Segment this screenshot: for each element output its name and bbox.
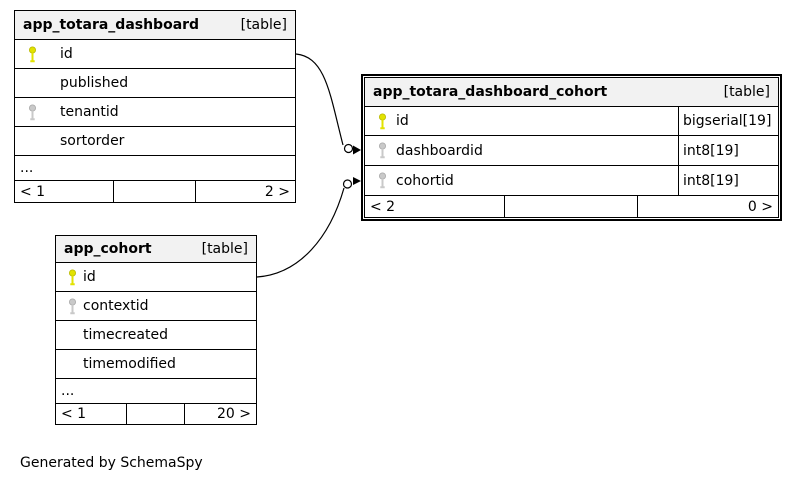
footer-spacer-cell [505,196,638,217]
column-row-cohortid: cohortid int8[19] [365,166,778,196]
table-node-app-totara-dashboard[interactable]: app_totara_dashboard [table] id publishe… [14,10,296,203]
column-label: timecreated [83,327,168,343]
column-row-tenantid: tenantid [15,98,295,127]
generated-by-note: Generated by SchemaSpy [20,455,203,471]
table-footer: < 1 2 > [15,181,295,202]
column-row-dashboardid: dashboardid int8[19] [365,136,778,166]
child-count: 0 > [747,198,773,215]
column-type: int8[19] [678,166,778,195]
table-node-app-cohort[interactable]: app_cohort [table] id contextid timecrea… [55,235,257,425]
table-footer: < 1 20 > [56,404,256,424]
foreign-key-icon [56,298,83,315]
child-count: 20 > [217,406,251,422]
table-type-tag: [table] [723,84,770,100]
foreign-key-icon [15,104,60,121]
child-count: 2 > [264,183,290,200]
primary-key-icon [365,113,396,130]
more-columns-ellipsis: ... [56,379,256,404]
footer-spacer-cell [127,404,185,424]
column-label: id [396,113,409,129]
table-title[interactable]: app_totara_dashboard_cohort [373,84,608,100]
parent-count: < 1 [15,181,115,202]
table-type-tag: [table] [240,17,287,33]
column-label: published [60,75,129,91]
column-row-contextid: contextid [56,292,256,321]
relationship-dashboard-to-dashboardid [295,53,361,155]
parent-count: < 1 [56,404,127,424]
column-label: cohortid [396,172,454,189]
column-label: dashboardid [396,142,483,159]
column-label: tenantid [60,104,119,120]
table-title[interactable]: app_totara_dashboard [23,17,200,33]
table-type-tag: [table] [201,241,248,257]
footer-spacer-cell [114,181,196,202]
column-row-id: id bigserial[19] [365,107,778,136]
arrowhead-marker [353,177,361,185]
column-label: id [60,46,73,62]
table-node-app-totara-dashboard-cohort[interactable]: app_totara_dashboard_cohort [table] id b… [361,74,782,221]
column-type: bigserial[19] [678,107,778,135]
column-type: int8[19] [678,136,778,165]
foreign-key-icon [365,172,396,189]
table-title[interactable]: app_cohort [64,241,152,257]
arrowhead-marker [353,145,361,155]
column-row-published: published [15,69,295,98]
table-header[interactable]: app_cohort [table] [56,236,256,263]
zero-or-one-circle-marker [343,143,354,154]
primary-key-icon [15,46,60,63]
column-label: sortorder [60,133,125,149]
column-row-timemodified: timemodified [56,350,256,379]
foreign-key-icon [365,142,396,159]
primary-key-icon [56,269,83,286]
parent-count: < 2 [365,196,506,217]
column-label: id [83,269,96,285]
zero-or-one-circle-marker [342,179,353,189]
table-header[interactable]: app_totara_dashboard_cohort [table] [365,78,778,107]
column-label: timemodified [83,356,176,372]
column-row-timecreated: timecreated [56,321,256,350]
table-footer: < 2 0 > [365,196,778,217]
column-row-sortorder: sortorder [15,127,295,156]
table-header[interactable]: app_totara_dashboard [table] [15,11,295,40]
column-label: contextid [83,298,149,314]
column-row-id: id [56,263,256,292]
column-row-id: id [15,40,295,69]
more-columns-ellipsis: ... [15,156,295,181]
